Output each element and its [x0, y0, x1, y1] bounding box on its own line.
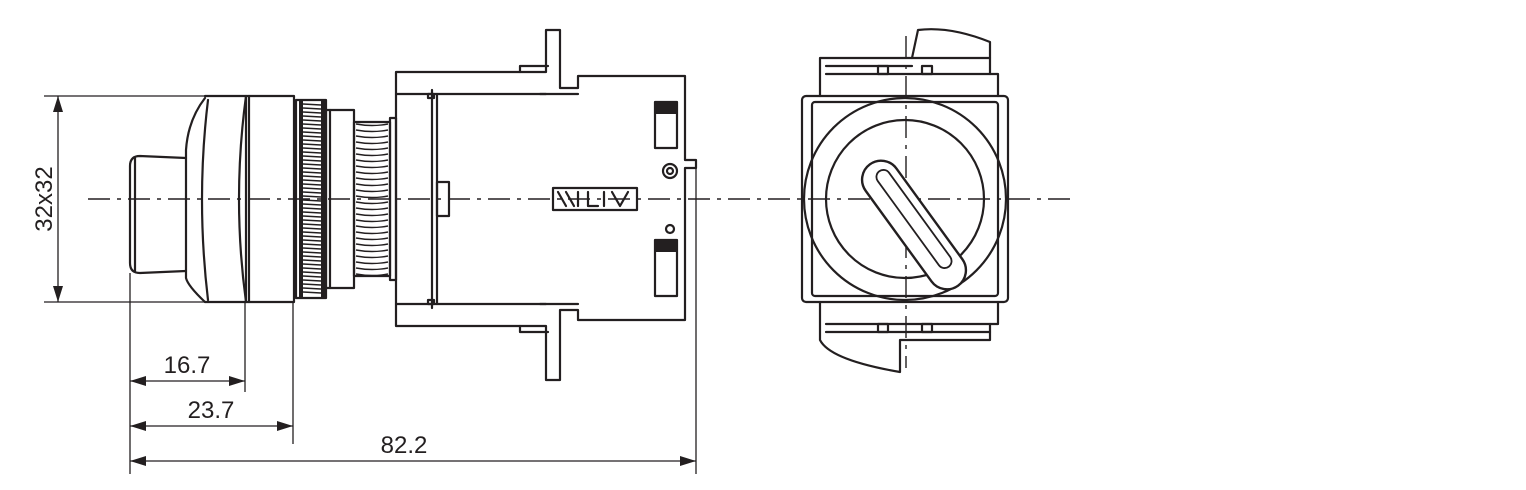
bottom-latch — [818, 300, 1000, 374]
terminal-marking — [551, 186, 639, 212]
knob-front-face — [184, 96, 207, 304]
head-bezel — [203, 94, 248, 304]
rotary-lever — [860, 159, 968, 291]
knob-outer-ring — [802, 96, 1008, 302]
dimensions: 32x32 16.7 23.7 82.2 — [31, 95, 697, 474]
terminal-clips — [653, 100, 679, 298]
bezel-depth-label: 23.7 — [188, 397, 235, 424]
bezel-frame — [244, 94, 296, 304]
lock-ring — [294, 98, 328, 300]
switch-body — [394, 28, 698, 382]
front-view — [800, 28, 1010, 374]
knob-shaft — [128, 154, 188, 275]
top-latch — [818, 28, 1000, 98]
panel-cutout-label: 32x32 — [31, 166, 58, 231]
total-length-label: 82.2 — [381, 432, 428, 459]
front-bezel-inner — [810, 100, 1000, 298]
knob-face-curve — [200, 98, 210, 302]
knob-inner-ring — [824, 118, 986, 280]
side-view — [88, 28, 1070, 382]
head-depth-label: 16.7 — [164, 352, 211, 379]
front-bezel — [800, 94, 1010, 304]
